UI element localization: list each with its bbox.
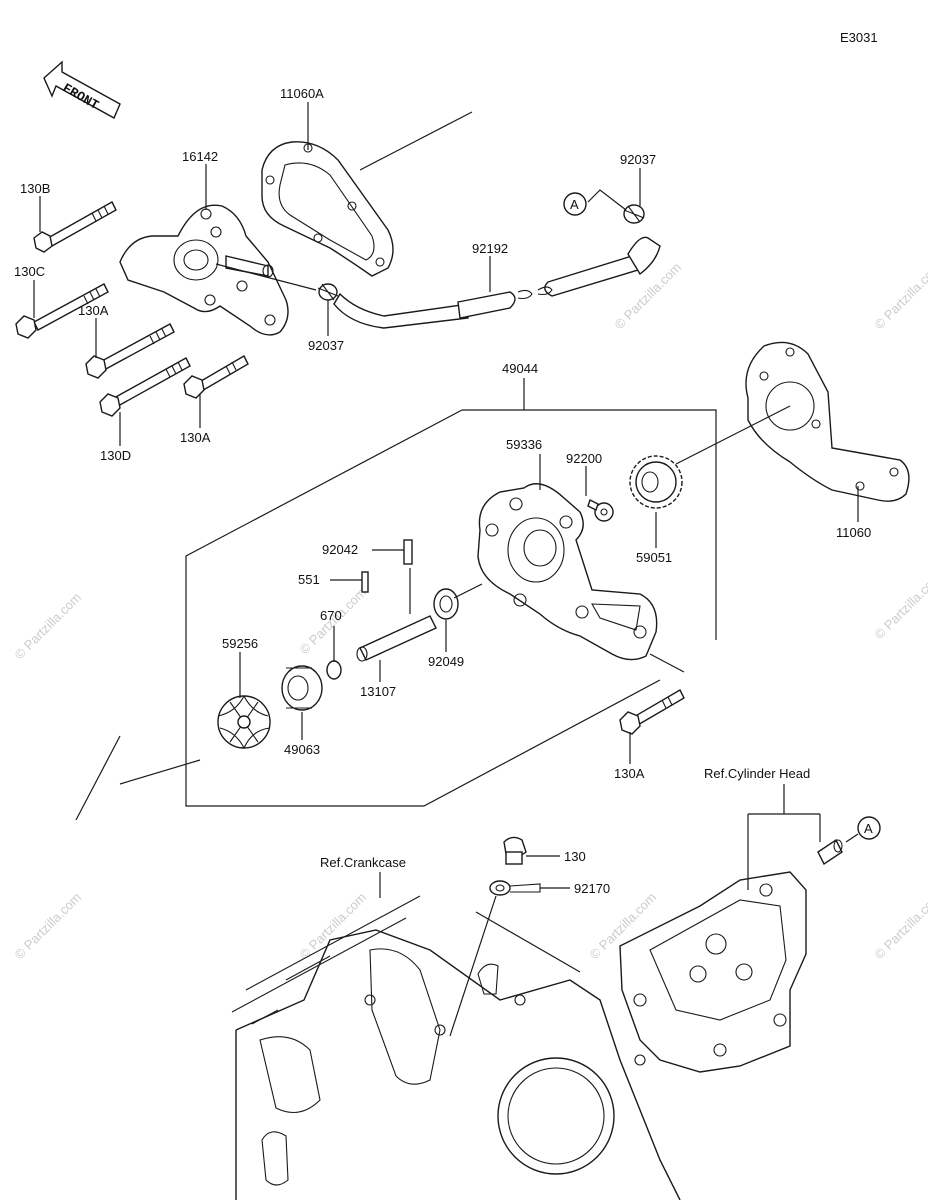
label-670: 670 [320,608,342,623]
label-130b: 130B [20,181,50,196]
leader-lines-lower [379,784,859,1037]
callout-letter: A [570,197,579,212]
label-49044: 49044 [502,361,538,376]
label-92037-1: 92037 [308,338,344,353]
label-130: 130 [564,849,586,864]
pin-551 [361,571,369,593]
bolt-130a-3 [619,689,685,735]
callout-letter: A [864,821,873,836]
fitting-cylinder-head [817,838,843,866]
label-11060: 11060 [836,525,871,540]
label-130a-2: 130A [180,430,211,445]
leader-lines-middle [75,405,859,821]
label-92049: 92049 [428,654,464,669]
bolt-130a-1 [85,323,175,379]
hose-92192 [333,236,661,329]
hose-clamp-92037-a [317,283,339,301]
gear-59051 [629,455,683,509]
label-130a-1: 130A [78,303,109,318]
gasket-11060a [261,141,394,277]
pump-body-59336 [477,483,658,661]
gasket-11060 [745,341,910,502]
hose-clamp-92037-b [623,204,645,224]
leader-lines-upper [33,102,641,446]
seal-92049 [433,588,459,620]
shaft-13107 [356,615,437,662]
washer-92200 [587,499,614,522]
callout-a-upper: A [563,192,587,216]
watermark: © Partzilla.com [12,890,85,963]
label-59051: 59051 [636,550,672,565]
bolt-130d [99,357,191,417]
bolt-130b [33,201,117,253]
label-92042: 92042 [322,542,358,557]
label-49063: 49063 [284,742,320,757]
label-ref-crankcase: Ref.Crankcase [320,855,406,870]
label-130c: 130C [14,264,45,279]
label-13107: 13107 [360,684,396,699]
bolt-130a-2 [183,355,249,399]
label-551: 551 [298,572,320,587]
assembly-bracket-49044 [185,378,717,807]
pump-cover-16142 [119,204,289,336]
bolt-130 [503,836,527,865]
impeller-59256 [217,695,271,749]
pin-92042 [403,539,413,565]
label-59256: 59256 [222,636,258,651]
mechanical-seal-49063 [281,665,323,711]
part-labels: 11060A 16142 130B 130C 130A 130D 130A 92… [14,86,871,896]
watermark: © Partzilla.com [872,890,928,963]
label-59336: 59336 [506,437,542,452]
label-92192: 92192 [472,241,508,256]
cylinder-head-ref [619,871,807,1073]
gasket-92170 [489,880,541,896]
label-92200: 92200 [566,451,602,466]
label-92037-2: 92037 [620,152,656,167]
label-16142: 16142 [182,149,218,164]
bolt-130c [15,283,109,339]
label-130d: 130D [100,448,131,463]
front-arrow: FRONT [43,60,121,119]
watermark: © Partzilla.com [872,570,928,643]
o-ring-670 [326,660,342,680]
diagram-code: E3031 [840,30,878,45]
label-11060a: 11060A [280,86,324,101]
watermark: © Partzilla.com [872,260,928,333]
label-ref-cylinder-head: Ref.Cylinder Head [704,766,810,781]
crankcase-ref [231,895,681,1200]
callout-a-lower: A [857,816,881,840]
label-130a-3: 130A [614,766,645,781]
label-92170: 92170 [574,881,610,896]
watermark: © Partzilla.com [12,590,85,663]
